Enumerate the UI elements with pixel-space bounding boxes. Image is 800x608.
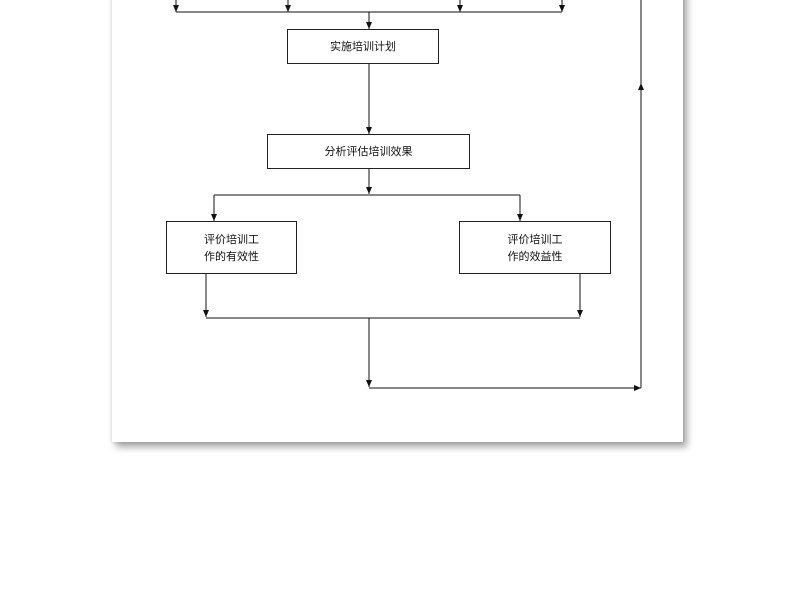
node-analyze-label: 分析评估培训效果 [324,145,413,158]
node-efficiency-label: 评价培训工 作的效益性 [507,232,563,263]
node-evaluate-effectiveness: 评价培训工 作的有效性 [166,221,297,274]
node-effectiveness-label: 评价培训工 作的有效性 [204,232,259,263]
node-analyze-training-effect: 分析评估培训效果 [267,134,470,169]
node-evaluate-efficiency: 评价培训工 作的效益性 [459,221,611,274]
node-implement-label: 实施培训计划 [330,40,396,53]
node-implement-training-plan: 实施培训计划 [287,29,439,64]
